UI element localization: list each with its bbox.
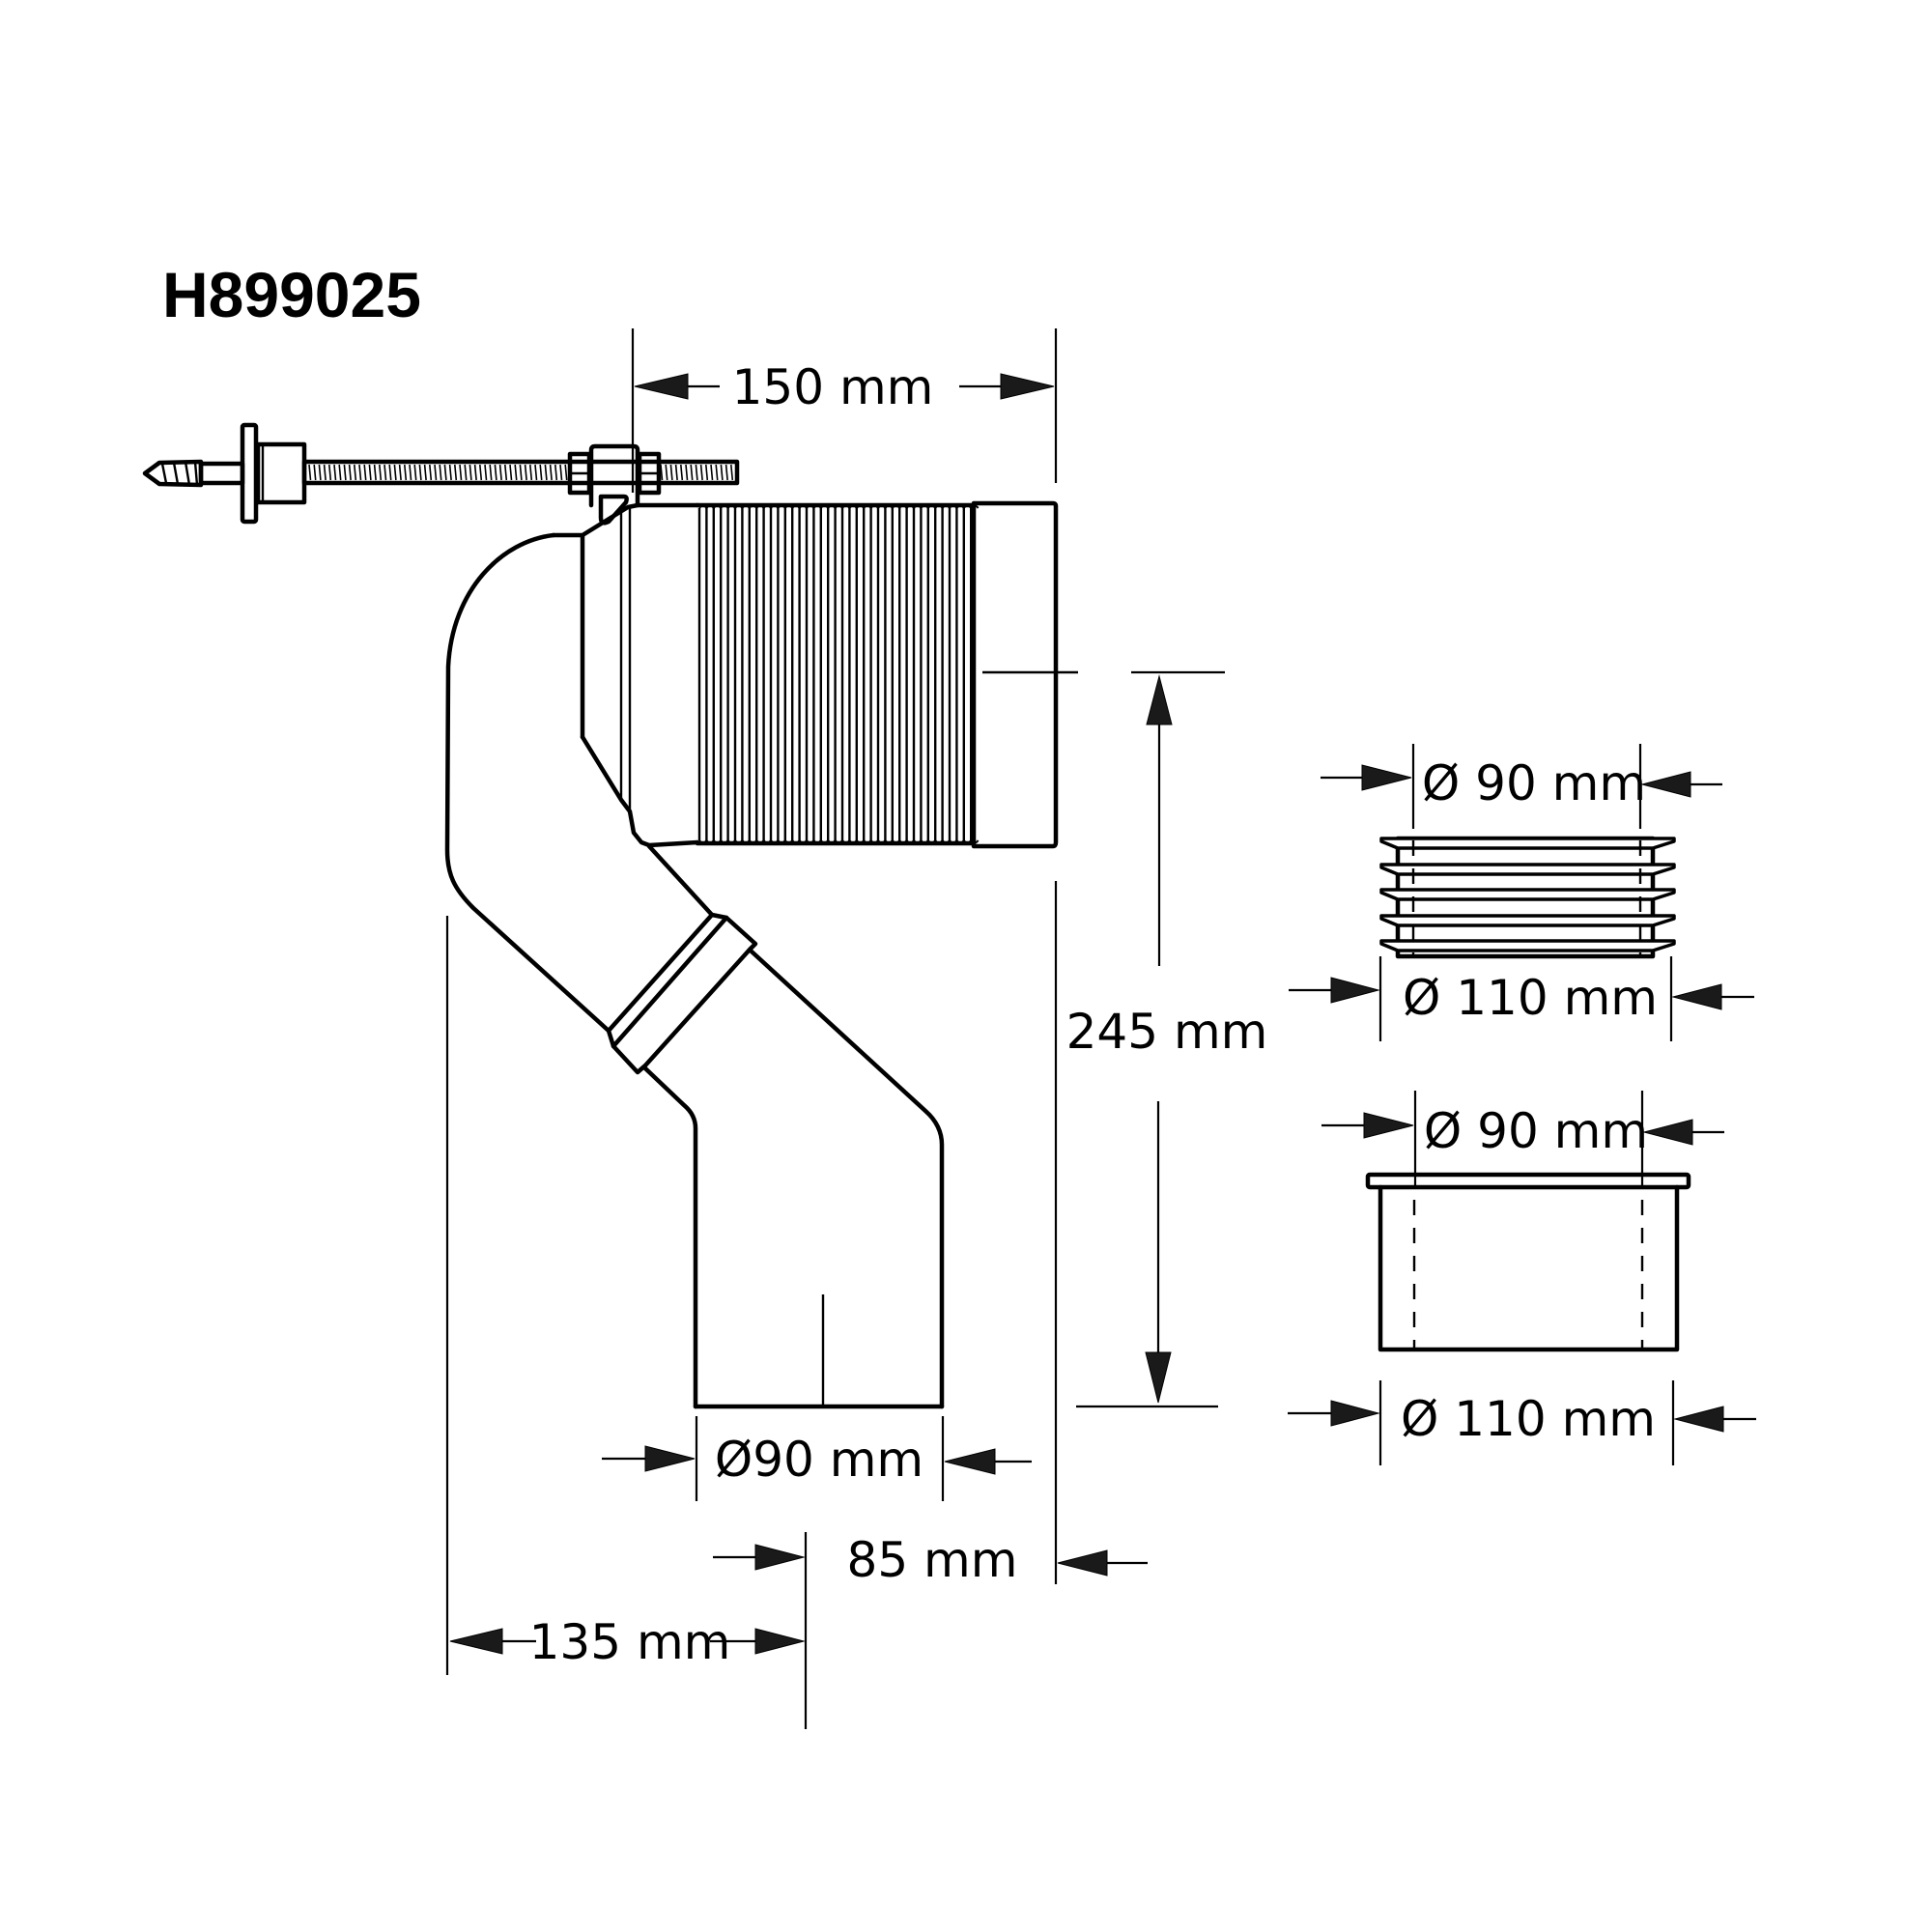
dimension-85mm: 85 mm [713, 1532, 1148, 1729]
plain-adapter-outer-label: Ø 110 mm [1401, 1391, 1656, 1447]
wall-fixing-bolt [142, 422, 740, 526]
dimension-label-inlet-diameter: Ø90 mm [715, 1432, 923, 1488]
socket-cone [551, 502, 700, 848]
ribbed-adapter-inner-label: Ø 90 mm [1422, 755, 1646, 811]
elbow-pipe [444, 532, 945, 1409]
dimension-diameter-90-inlet: Ø90 mm [602, 1416, 1032, 1501]
rod-thread-pattern [308, 464, 734, 481]
pan-connector-drawing: 150 mm 245 mm Ø90 mm [142, 328, 1268, 1729]
plain-adapter-inner-label: Ø 90 mm [1424, 1103, 1648, 1159]
ribbed-adapter-drawing: Ø 90 mm Ø 110 mm [1289, 744, 1754, 1041]
dimension-150mm: 150 mm [631, 328, 1058, 493]
dimension-label-245: 245 mm [1066, 1004, 1268, 1060]
dimension-label-150: 150 mm [732, 359, 934, 415]
ribbed-adapter-outer-label: Ø 110 mm [1403, 970, 1658, 1026]
product-code-title: H899025 [162, 259, 421, 330]
corrugation-ribs [697, 504, 980, 844]
dimension-245mm: 245 mm [1066, 670, 1268, 1408]
dimension-label-85: 85 mm [847, 1532, 1018, 1588]
corrugated-outlet [695, 500, 1078, 849]
plain-adapter-drawing: Ø 90 mm Ø 110 mm [1288, 1091, 1756, 1465]
dimension-label-135: 135 mm [529, 1614, 731, 1670]
dimension-135mm: 135 mm [449, 1614, 806, 1670]
adapter-ribs [1379, 837, 1676, 952]
